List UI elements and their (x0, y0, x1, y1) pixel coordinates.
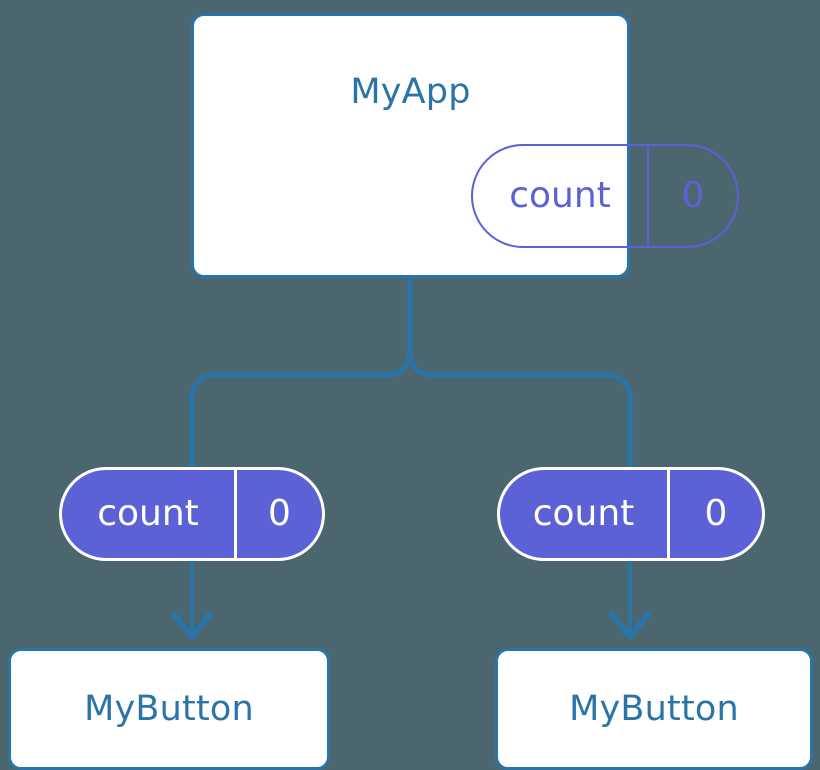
state-pill-key: count (473, 146, 649, 246)
component-title-mybutton-right: MyButton (569, 689, 739, 729)
connector-right-drop (602, 372, 633, 468)
component-title-myapp: MyApp (350, 72, 471, 112)
state-pill-child-left-count[interactable]: count 0 (59, 467, 325, 561)
connector-branch-split (216, 349, 606, 378)
state-pill-child-right-count[interactable]: count 0 (497, 467, 765, 561)
component-node-myapp[interactable]: MyApp count 0 (191, 13, 739, 278)
component-node-mybutton-right[interactable]: MyButton (495, 648, 813, 770)
state-pill-key: count (62, 470, 237, 558)
state-pill-key: count (500, 470, 670, 558)
component-title-mybutton-left: MyButton (84, 689, 254, 729)
state-pill-myapp-count[interactable]: count 0 (471, 144, 739, 248)
state-pill-value: 0 (268, 493, 291, 534)
connector-left-drop (189, 372, 220, 468)
state-pill-value: 0 (704, 493, 728, 534)
state-pill-value: 0 (681, 175, 705, 216)
component-node-mybutton-left[interactable]: MyButton (8, 648, 330, 770)
arrow-head-right-icon (609, 611, 651, 640)
arrow-head-left-icon (171, 611, 213, 640)
